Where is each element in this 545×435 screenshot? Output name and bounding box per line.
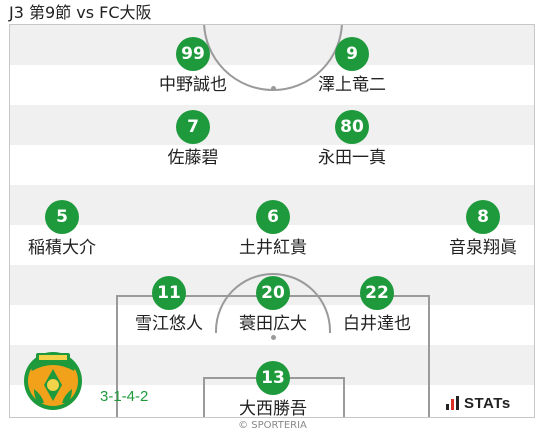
player-card[interactable]: 6 土井紅貴 bbox=[218, 200, 328, 260]
player-number-badge: 7 bbox=[176, 110, 210, 144]
player-card[interactable]: 11 雪江悠人 bbox=[114, 276, 224, 336]
player-number-badge: 22 bbox=[360, 276, 394, 310]
stats-logo: STATs bbox=[446, 393, 511, 413]
player-number-badge: 11 bbox=[152, 276, 186, 310]
player-name: 稲積大介 bbox=[28, 238, 96, 258]
player-number-badge: 6 bbox=[256, 200, 290, 234]
player-name: 佐藤碧 bbox=[167, 148, 219, 168]
player-name: 澤上竜二 bbox=[318, 75, 386, 95]
player-number-badge: 80 bbox=[335, 110, 369, 144]
player-name: 大西勝吾 bbox=[239, 399, 307, 419]
player-name: 白井達也 bbox=[343, 314, 411, 334]
stats-wordmark: STATs bbox=[464, 394, 511, 412]
player-card[interactable]: 8 音泉翔眞 bbox=[428, 200, 538, 260]
player-card[interactable]: 80 永田一真 bbox=[297, 110, 407, 170]
team-crest-icon bbox=[24, 352, 82, 410]
player-name: 蓑田広大 bbox=[239, 314, 307, 334]
player-card[interactable]: 7 佐藤碧 bbox=[138, 110, 248, 170]
player-name: 土井紅貴 bbox=[239, 238, 307, 258]
player-number-badge: 20 bbox=[256, 276, 290, 310]
penalty-spot bbox=[271, 335, 276, 340]
copyright-text: © SPORTERIA bbox=[238, 420, 307, 431]
player-card[interactable]: 22 白井達也 bbox=[322, 276, 432, 336]
player-card[interactable]: 99 中野誠也 bbox=[138, 37, 248, 97]
player-card[interactable]: 5 稲積大介 bbox=[7, 200, 117, 260]
player-name: 永田一真 bbox=[318, 148, 386, 168]
player-name: 音泉翔眞 bbox=[449, 238, 517, 258]
player-card[interactable]: 20 蓑田広大 bbox=[218, 276, 328, 336]
formation-label: 3-1-4-2 bbox=[100, 388, 149, 405]
player-number-badge: 99 bbox=[176, 37, 210, 71]
pitch bbox=[9, 24, 535, 418]
player-number-badge: 8 bbox=[466, 200, 500, 234]
player-card[interactable]: 9 澤上竜二 bbox=[297, 37, 407, 97]
player-number-badge: 13 bbox=[256, 361, 290, 395]
player-number-badge: 5 bbox=[45, 200, 79, 234]
page-title: J3 第9節 vs FC大阪 bbox=[9, 3, 152, 22]
player-card[interactable]: 13 大西勝吾 bbox=[218, 361, 328, 421]
center-spot bbox=[271, 86, 276, 91]
player-number-badge: 9 bbox=[335, 37, 369, 71]
stats-bars-icon bbox=[446, 396, 459, 410]
player-name: 雪江悠人 bbox=[135, 314, 203, 334]
player-name: 中野誠也 bbox=[159, 75, 227, 95]
